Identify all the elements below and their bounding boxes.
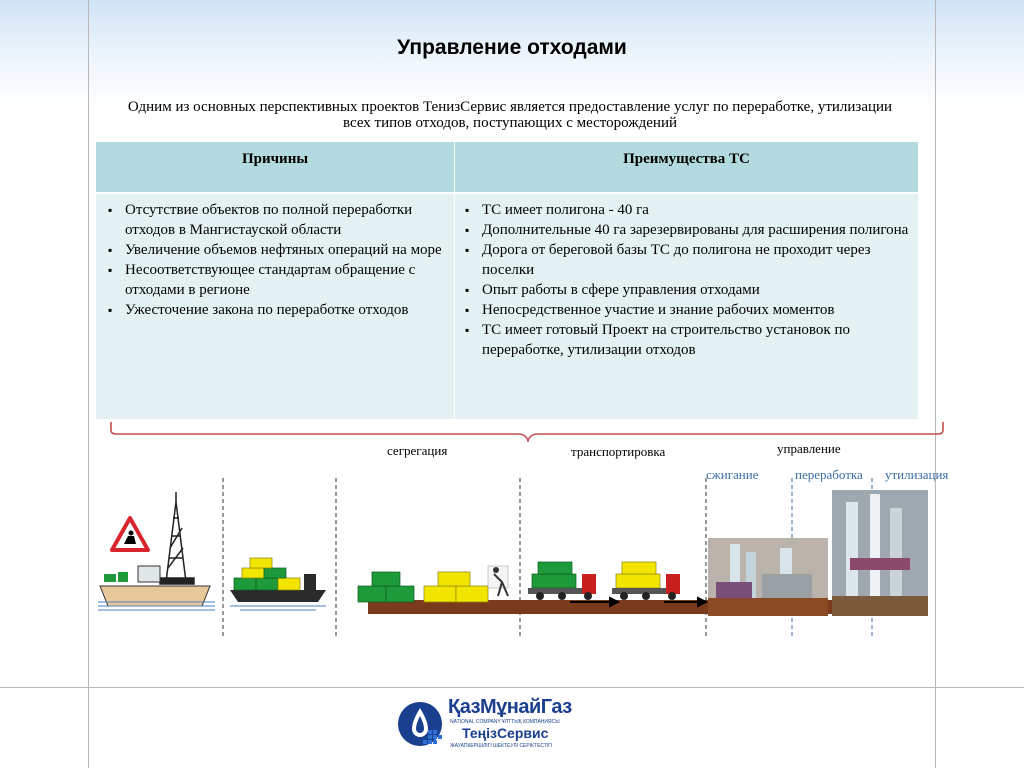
stage-label-transport: транспортировка	[571, 444, 666, 459]
header-gradient	[0, 0, 1024, 110]
footer-divider	[0, 687, 1024, 688]
list-item: ТС имеет готовый Проект на строительство…	[465, 320, 910, 360]
logo-tagline-bottom: ЖАУАПКЕРШІЛІГІ ШЕКТЕУЛІ СЕРІКТЕСТІГІ	[450, 743, 553, 749]
list-item: Непосредственное участие и знание рабочи…	[465, 300, 910, 320]
list-item: Отсутствие объектов по полной переработк…	[108, 200, 446, 240]
list-item: Дополнительные 40 га зарезервированы для…	[465, 220, 910, 240]
table-header-row: Причины Преимущества ТС	[96, 142, 919, 194]
advantages-list: ТС имеет полигона - 40 га Дополнительные…	[465, 200, 910, 360]
list-item: Дорога от береговой базы ТС до полигона …	[465, 240, 910, 280]
list-item: Несоответствующее стандартам обращение с…	[108, 260, 446, 300]
reasons-advantages-table: Причины Преимущества ТС Отсутствие объек…	[96, 142, 919, 419]
derrick-tower	[159, 492, 195, 585]
list-item: Ужесточение закона по переработке отходо…	[108, 300, 446, 320]
warning-sign	[110, 516, 150, 552]
stage-label-segregation: сегрегация	[387, 443, 448, 458]
list-item: ТС имеет полигона - 40 га	[465, 200, 910, 220]
stage-label-management: управление	[777, 441, 841, 456]
offshore-platform	[98, 492, 215, 611]
curly-brace	[110, 422, 944, 442]
kazmunaigaz-emblem	[398, 702, 442, 746]
stage-label-processing: переработка	[795, 467, 863, 482]
worker-figure	[487, 565, 509, 597]
truck-yellow-load	[612, 561, 680, 600]
header-reasons: Причины	[96, 142, 455, 194]
company-logo: ҚазМұнайГаз NATIONAL COMPANY ҰЛТТЫҚ КОМП…	[392, 694, 610, 752]
truck-green-load	[528, 561, 596, 600]
reasons-list: Отсутствие объектов по полной переработк…	[108, 200, 446, 320]
advantages-cell: ТС имеет полигона - 40 га Дополнительные…	[454, 193, 919, 419]
stage-label-utilization: утилизация	[885, 467, 949, 482]
processing-plant	[708, 538, 828, 616]
list-item: Увеличение объемов нефтяных операций на …	[108, 240, 446, 260]
waste-process-illustration	[98, 478, 928, 638]
table-row: Отсутствие объектов по полной переработк…	[96, 193, 919, 419]
sorted-containers	[357, 571, 489, 603]
reasons-cell: Отсутствие объектов по полной переработк…	[96, 193, 455, 419]
page-title: Управление отходами	[397, 36, 627, 59]
header-advantages: Преимущества ТС	[454, 142, 919, 194]
right-border	[935, 0, 936, 768]
left-border	[88, 0, 89, 768]
utilization-plant	[832, 490, 928, 616]
logo-name-sub: ТеңізСервис	[462, 725, 549, 741]
barge-with-containers	[230, 557, 326, 611]
logo-tagline-top: NATIONAL COMPANY ҰЛТТЫҚ КОМПАНИЯСЫ	[450, 719, 560, 725]
page-subtitle: Одним из основных перспективных проектов…	[127, 99, 893, 131]
transport-arrows	[570, 596, 709, 608]
logo-name-main: ҚазМұнайГаз	[448, 696, 572, 718]
list-item: Опыт работы в сфере управления отходами	[465, 280, 910, 300]
stage-label-incineration: сжигание	[706, 467, 759, 482]
